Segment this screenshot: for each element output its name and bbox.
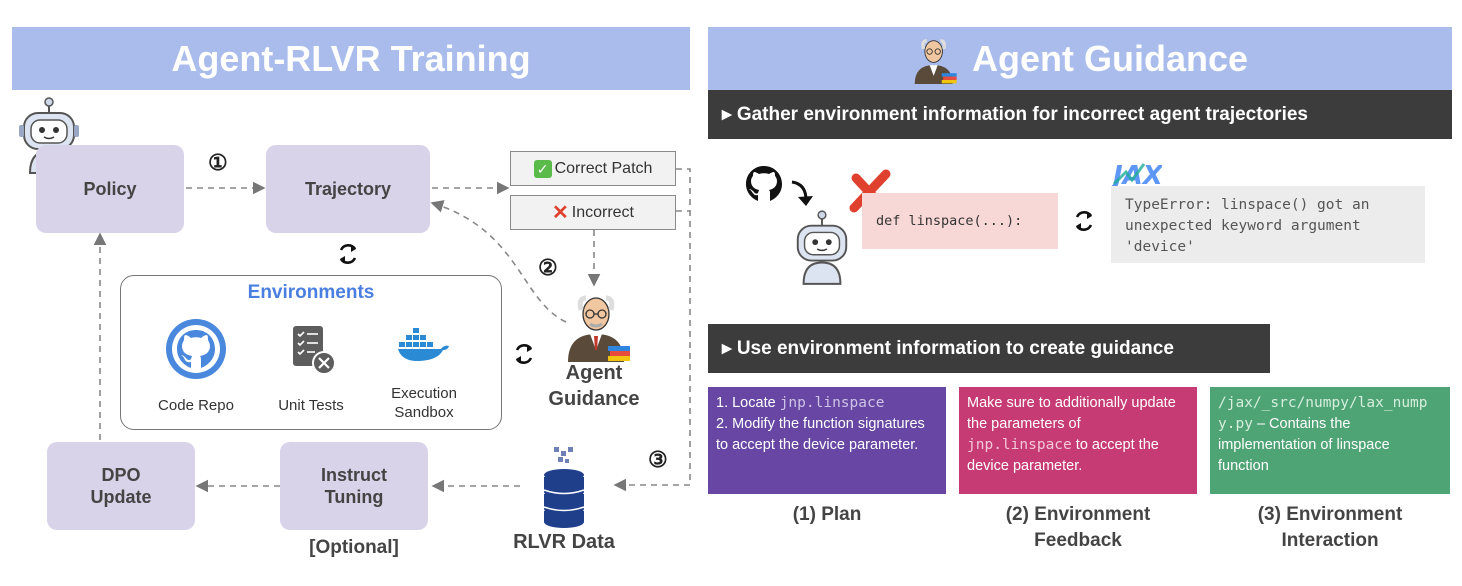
gather-info-bar: ▸ Gather environment information for inc… xyxy=(708,90,1452,139)
professor-icon xyxy=(564,288,632,362)
code-repo-label: Code Repo xyxy=(158,397,234,414)
interaction-caption: (3) Environment Interaction xyxy=(1257,504,1403,551)
error-message-box: TypeError: linspace() got an unexpected … xyxy=(1111,186,1425,263)
execution-sandbox-label: Execution Sandbox xyxy=(391,385,457,421)
right-title-banner: Agent Guidance xyxy=(708,27,1452,90)
feedback-card: Make sure to additionally update the par… xyxy=(959,387,1197,494)
step-one-number: ① xyxy=(208,150,228,175)
correct-patch-box: ✓ Correct Patch xyxy=(510,151,676,186)
feedback-text-pre: Make sure to additionally update the par… xyxy=(967,395,1176,432)
jax-logo: JAX xyxy=(1108,158,1165,191)
feedback-text-post: to accept the device parameter. xyxy=(967,437,1159,474)
incorrect-patch-label: Incorrect xyxy=(571,203,634,221)
plan-caption: (1) Plan xyxy=(792,504,862,525)
environments-title: Environments xyxy=(247,282,375,303)
environments-box: Environments Code Repo Unit Tests Execut… xyxy=(120,275,502,430)
instruct-tuning-node: Instruct Tuning xyxy=(280,442,428,530)
unit-tests-label: Unit Tests xyxy=(278,397,344,414)
professor-icon xyxy=(912,33,958,85)
check-mark-icon: ✓ xyxy=(533,159,552,178)
code-snippet-box: def linspace(...): xyxy=(862,193,1058,249)
trajectory-node: Trajectory xyxy=(266,145,430,233)
right-title: Agent Guidance xyxy=(971,37,1249,79)
rlvr-data-label: RLVR Data xyxy=(513,531,615,553)
arrow-icon xyxy=(788,178,816,208)
plan-card: 1. Locate jnp.linspace 2. Modify the fun… xyxy=(708,387,946,494)
policy-node: Policy xyxy=(36,145,184,233)
cross-mark-icon: ✕ xyxy=(551,201,569,224)
patch-to-data-arrow xyxy=(613,168,691,492)
correct-patch-label: Correct Patch xyxy=(554,159,653,177)
plan-step2-text: 2. Modify the function signatures to acc… xyxy=(716,416,925,453)
cycle-icon xyxy=(334,240,362,268)
plan-step1-text: 1. Locate xyxy=(716,395,780,411)
feedback-code: jnp.linspace xyxy=(967,437,1072,453)
robot-icon xyxy=(790,208,854,286)
docker-icon xyxy=(397,326,451,362)
github-icon xyxy=(744,164,784,204)
use-info-bar: ▸ Use environment information to create … xyxy=(708,324,1270,373)
github-icon xyxy=(165,318,227,380)
optional-label: [Optional] xyxy=(309,537,399,558)
agent-guidance-label: Agent Guidance xyxy=(548,362,640,410)
left-title-banner: Agent-RLVR Training xyxy=(12,27,690,90)
interaction-text: – Contains the implementation of linspac… xyxy=(1218,416,1390,474)
interaction-card: /jax/_src/numpy/lax_numpy.py – Contains … xyxy=(1210,387,1450,494)
cycle-icon xyxy=(510,340,538,368)
checklist-icon xyxy=(291,324,337,376)
cycle-icon xyxy=(1070,207,1098,235)
database-icon xyxy=(540,445,588,529)
step-three-number: ③ xyxy=(648,447,668,472)
step-two-number: ② xyxy=(538,255,558,280)
feedback-caption: (2) Environment Feedback xyxy=(1005,504,1151,551)
left-title: Agent-RLVR Training xyxy=(171,37,531,79)
incorrect-patch-box: ✕ Incorrect xyxy=(510,195,676,230)
dpo-update-node: DPO Update xyxy=(47,442,195,530)
guidance-to-trajectory-arrow xyxy=(430,200,567,323)
plan-step1-code: jnp.linspace xyxy=(779,395,885,411)
interaction-code: /jax/_src/numpy/lax_numpy.py xyxy=(1218,395,1428,432)
